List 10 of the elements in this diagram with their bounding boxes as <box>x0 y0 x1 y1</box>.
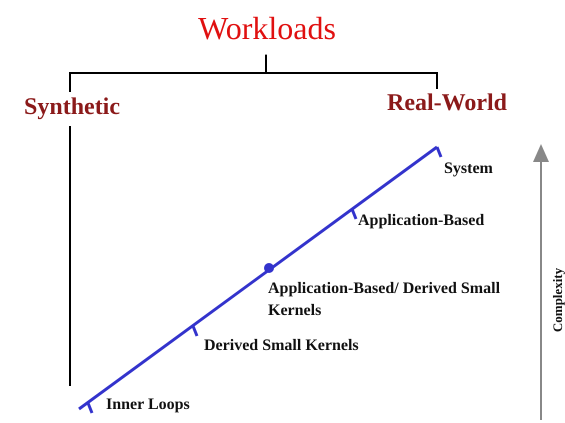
scale-point-label: Application-Based <box>358 212 484 230</box>
bracket-connector <box>265 54 438 89</box>
category-heading: Synthetic <box>12 94 132 121</box>
scale-point-label: System <box>444 160 493 178</box>
scale-point-label: Derived Small Kernels <box>204 337 359 355</box>
category-heading: Real-World <box>372 90 522 117</box>
scale-point-label: Application-Based/ Derived Small Kernels <box>268 279 502 321</box>
axis-label: Complexity <box>550 266 565 334</box>
heading: Workloads <box>172 10 362 47</box>
scale-point-label: Inner Loops <box>106 396 190 414</box>
